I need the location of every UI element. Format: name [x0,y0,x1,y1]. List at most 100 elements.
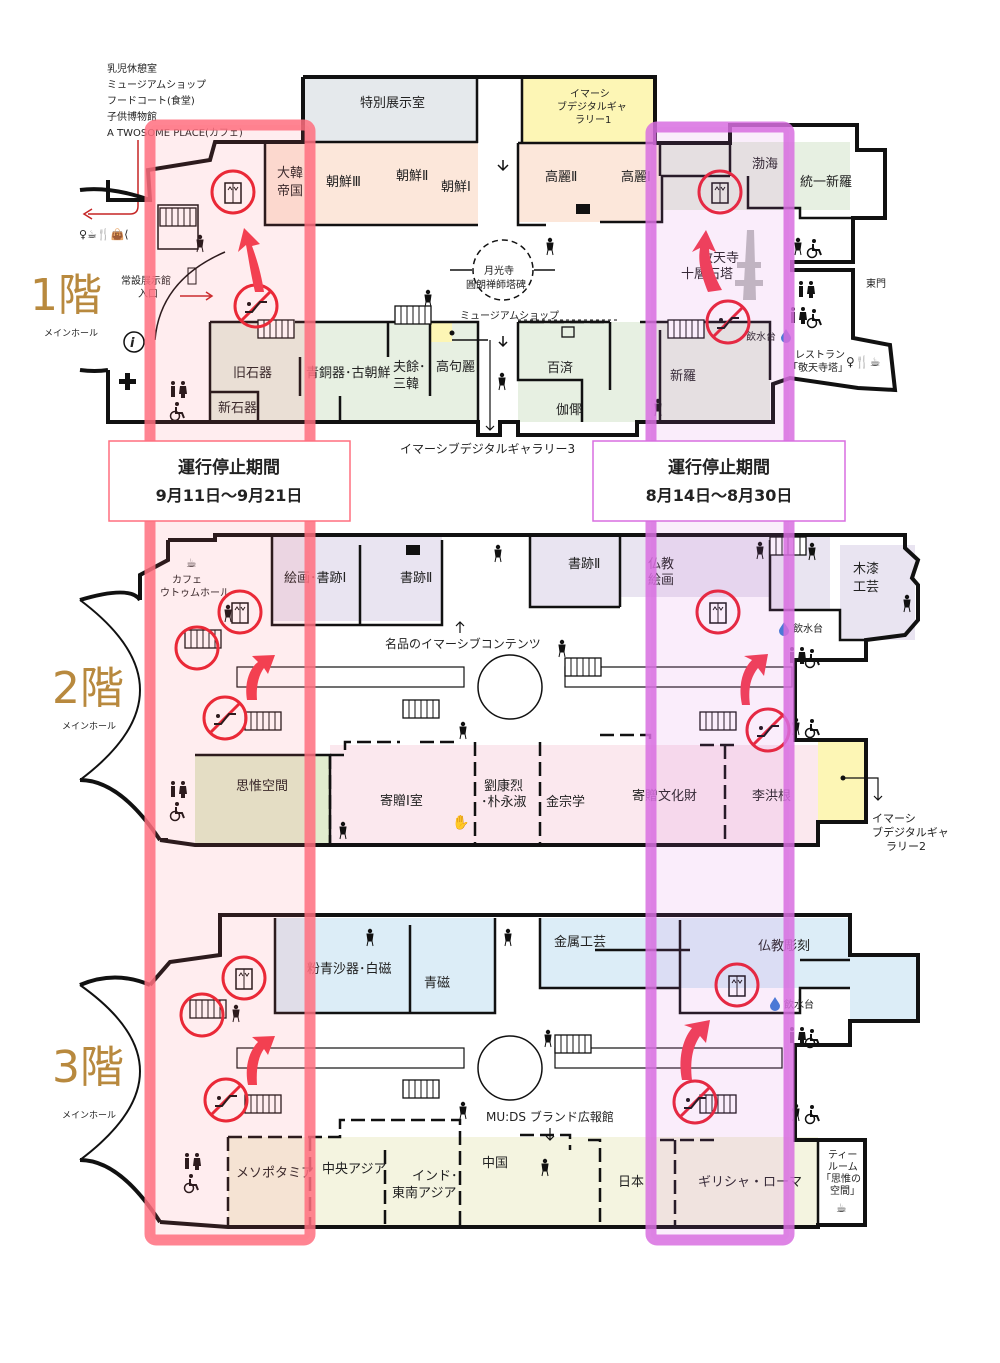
video-icon [576,204,590,214]
svg-text:♀☕🍴👜⟨: ♀☕🍴👜⟨ [79,228,129,241]
room-yoo-label: 劉康烈 [484,778,523,794]
room-digital-1-label: イマーシ [570,89,610,100]
room-buyeo-label: 三韓 [393,377,419,392]
first-aid-icon [119,373,136,390]
room-digital-2[interactable] [818,742,866,822]
cafe-label: カフェ [172,574,202,586]
cafe-label: ウトゥムホール [160,587,230,599]
room-joseon-2-label: 朝鮮Ⅱ [396,169,428,184]
water-label: 飲水台 [793,622,823,635]
room-daekan-label: 大韓 [277,166,303,181]
floor-2-label: 2階 [52,663,124,714]
restaurant-label: レストラン [795,349,845,361]
notice-right-dates: 8月14日～8月30日 [646,486,793,505]
floor-1: 1階 メインホール 常設展示館 入口 i ♀☕🍴👜⟨ 特別展示室 イマーシ ブデ… [30,75,898,456]
rooms-metal-sculpture[interactable] [540,918,850,988]
legend-line: ミュージアムショップ [107,79,206,91]
gift-icon [561,326,575,338]
room-bronze-label: 青銅器･古朝鮮 [306,366,391,381]
main-hall-label: メインホール [62,1110,116,1121]
floor3-hall-wall [148,918,222,987]
rooms-three-kingdoms[interactable] [518,322,770,422]
room-metal-label: 金属工芸 [554,934,606,950]
room-neolithic-label: 新石器 [218,400,257,416]
notice-right-title: 運行停止期間 [668,457,770,478]
thinking-wall [195,753,332,845]
room-calligraphy-2-label: 書跡Ⅱ [400,570,432,586]
hall-curve [79,984,141,1161]
room-japan-label: 日本 [618,1175,644,1190]
tea-room-label: ｢思惟の [826,1172,861,1185]
arrow-icon [680,1020,710,1080]
room-greece-label: ギリシャ・ローマ [698,1175,802,1190]
room-digital-1[interactable] [522,77,655,143]
stele-circle [472,239,534,301]
room-calligraphy-2b-label: 書跡Ⅱ [568,556,600,572]
facility-icons: ♀☕🍴👜⟨ [79,228,129,241]
tea-room-label: ルーム [828,1161,858,1173]
room-lacquer[interactable] [840,545,915,640]
floor2-partitions [270,535,866,642]
room-central-asia-label: 中央アジア [322,1162,386,1177]
room-china-label: 中国 [482,1156,508,1171]
arrow-icon [246,1036,275,1085]
info-icon[interactable] [123,331,145,353]
rooms-donation[interactable] [330,745,818,845]
notice-left: 運行停止期間 9月11日～9月21日 [108,440,351,522]
floor-1-label: 1階 [30,270,102,321]
floor1-partitions [263,77,853,227]
room-buyeo-label: 夫餘･ [393,359,426,375]
closure-band-left-fill [150,125,310,1240]
atrium-circle [477,654,543,720]
rooms-joseon[interactable] [265,142,478,224]
digital-2-label: イマーシ [872,812,916,825]
shop-label: ミュージアムショップ [460,310,559,322]
closure-band-right [645,121,795,1246]
room-donation-1-label: 寄贈Ⅰ室 [380,793,423,809]
hall-wall [79,975,151,987]
room-special[interactable] [305,77,477,142]
floor-2: 2階 メインホール ☕ カフェ ウトゥムホール 絵画･書跡Ⅰ 書跡Ⅱ 書跡Ⅱ 仏… [52,533,949,853]
room-kim-label: 金宗学 [546,794,585,810]
marker-digital-3 [430,322,452,342]
digital-2-label: ラリー2 [886,840,926,853]
arrow-icon [246,655,275,700]
room-lee-label: 李洪根 [752,789,791,804]
closure-band-left [144,119,316,1246]
notice-left-dates: 9月11日～9月21日 [156,486,303,505]
room-lacquer-label: 工芸 [853,579,879,595]
touch-icon: ✋ [452,814,469,831]
water-label: 飲水台 [746,330,776,343]
hall-curve [79,599,141,781]
room-balhae-label: 渤海 [752,156,778,172]
main-hall-label: メインホール [44,328,98,339]
room-paleolithic-label: 旧石器 [233,366,272,381]
room-india-label: インド･ [412,1169,458,1184]
room-buddhist-painting[interactable] [620,537,770,597]
room-thinking-label: 思惟空間 [236,779,288,794]
digital-2-label: ブデジタルギャ [872,825,949,839]
contents-label: 名品のイマーシブコンテンツ [385,636,541,651]
room-mesopotamia-label: メソポタミア [236,1166,314,1181]
info-icon-glyph: i [130,336,135,351]
stele-label: 圓朗禅師塔碑 [466,278,526,291]
hall-wall [79,590,142,602]
legend: 乳児休憩室 ミュージアムショップ フードコート(食堂) 子供博物館 A TWOS… [82,62,243,220]
room-sculpture-extra[interactable] [850,955,918,1021]
room-digital-1-label: ブデジタルギャ [557,100,627,113]
room-celadon-label: 青磁 [424,976,450,991]
arrow-icon [238,228,264,292]
legend-line: 乳児休憩室 [107,62,157,75]
arrow-icon [692,230,722,292]
rooms-world[interactable] [228,1137,818,1227]
floor2-outer-wall [159,533,921,847]
cafe-icon: ☕ [836,1201,847,1215]
entrance-curve [154,251,226,341]
floor-3-label: 3階 [52,1042,124,1093]
room-silla-label: 新羅 [670,368,696,384]
arrow-icon [180,291,214,301]
arrow-icon [82,208,93,220]
room-baekje-label: 百済 [547,360,573,376]
room-calligraphy-2[interactable] [530,537,620,607]
